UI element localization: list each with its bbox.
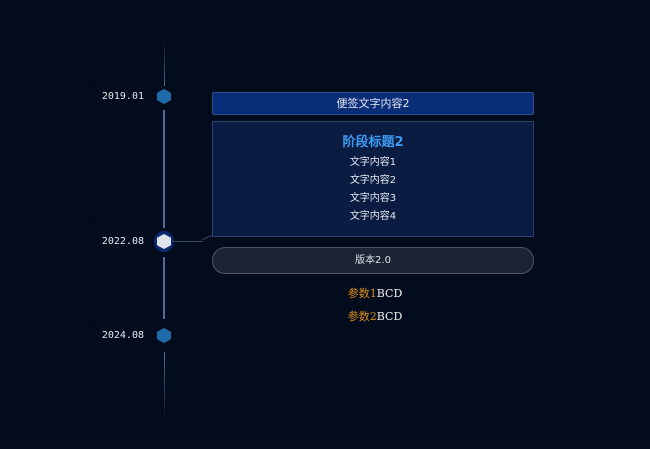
timeline-node-hex-icon[interactable] bbox=[157, 328, 171, 343]
timeline-line-segment bbox=[163, 110, 165, 228]
param-key: 参数2 bbox=[347, 310, 377, 323]
timeline-node-hex-icon[interactable] bbox=[157, 89, 171, 104]
timeline-line-segment bbox=[163, 257, 165, 319]
stage-card: 阶段标题2 文字内容1 文字内容2 文字内容3 文字内容4 bbox=[212, 121, 534, 237]
decor-dot bbox=[93, 324, 95, 326]
param-row: 参数1BCD bbox=[330, 285, 420, 301]
stage-title: 阶段标题2 bbox=[342, 135, 404, 150]
param-value: BCD bbox=[376, 287, 403, 300]
version-pill[interactable]: 版本2.0 bbox=[212, 247, 534, 274]
timeline-line-bottom bbox=[164, 352, 165, 422]
decor-dot bbox=[93, 86, 95, 88]
note-banner: 便签文字内容2 bbox=[212, 92, 534, 115]
param-key: 参数1 bbox=[347, 287, 377, 300]
timeline-date: 2024.08 bbox=[101, 330, 144, 341]
stage-item: 文字内容1 bbox=[349, 157, 397, 168]
timeline-node-hex-icon-active[interactable] bbox=[157, 234, 171, 249]
stage-item: 文字内容4 bbox=[349, 211, 397, 222]
param-value: BCD bbox=[376, 310, 403, 323]
stage-item: 文字内容2 bbox=[349, 175, 397, 186]
timeline-date: 2022.08 bbox=[101, 236, 144, 247]
connector-line bbox=[173, 241, 203, 242]
param-row: 参数2BCD bbox=[330, 308, 420, 324]
decor-dot bbox=[93, 217, 95, 219]
connector-line-diag bbox=[202, 234, 212, 241]
stage-item: 文字内容3 bbox=[349, 193, 397, 204]
timeline-line-top bbox=[164, 40, 165, 86]
timeline-date: 2019.01 bbox=[101, 91, 144, 102]
